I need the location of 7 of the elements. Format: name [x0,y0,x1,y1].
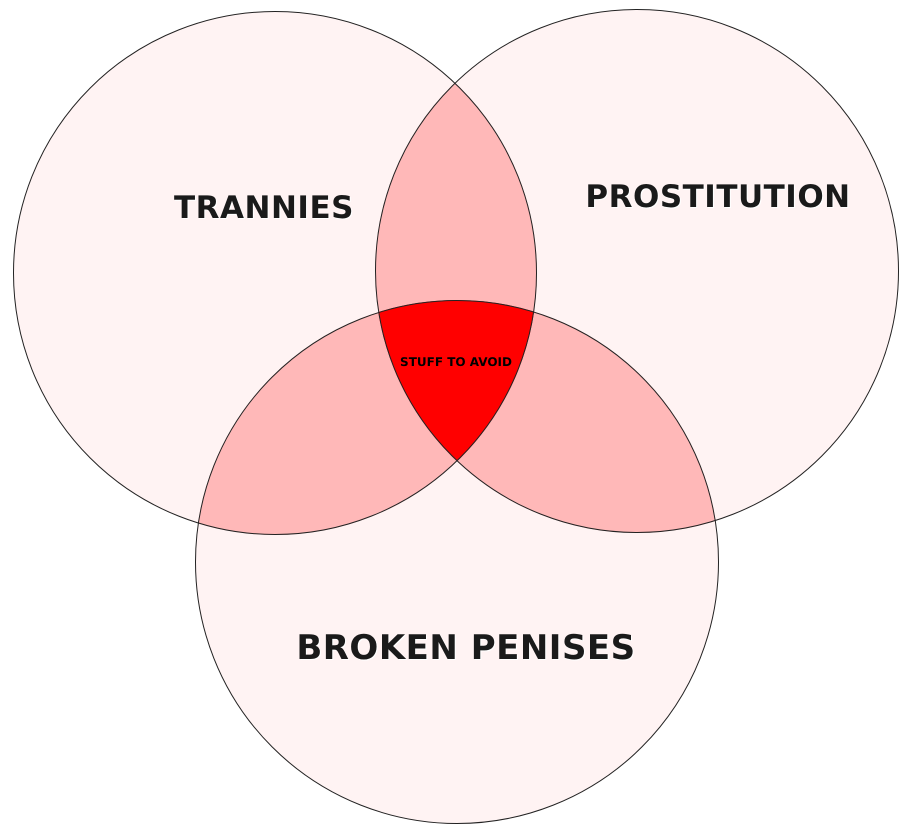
set-label: TRANNIES [174,190,354,226]
venn-circle [195,300,719,824]
intersection-label: STUFF TO AVOID [400,355,512,369]
set-label: BROKEN PENISES [296,628,636,668]
set-label: PROSTITUTION [585,179,851,215]
venn-circle [13,11,537,535]
venn-circle [375,9,899,533]
